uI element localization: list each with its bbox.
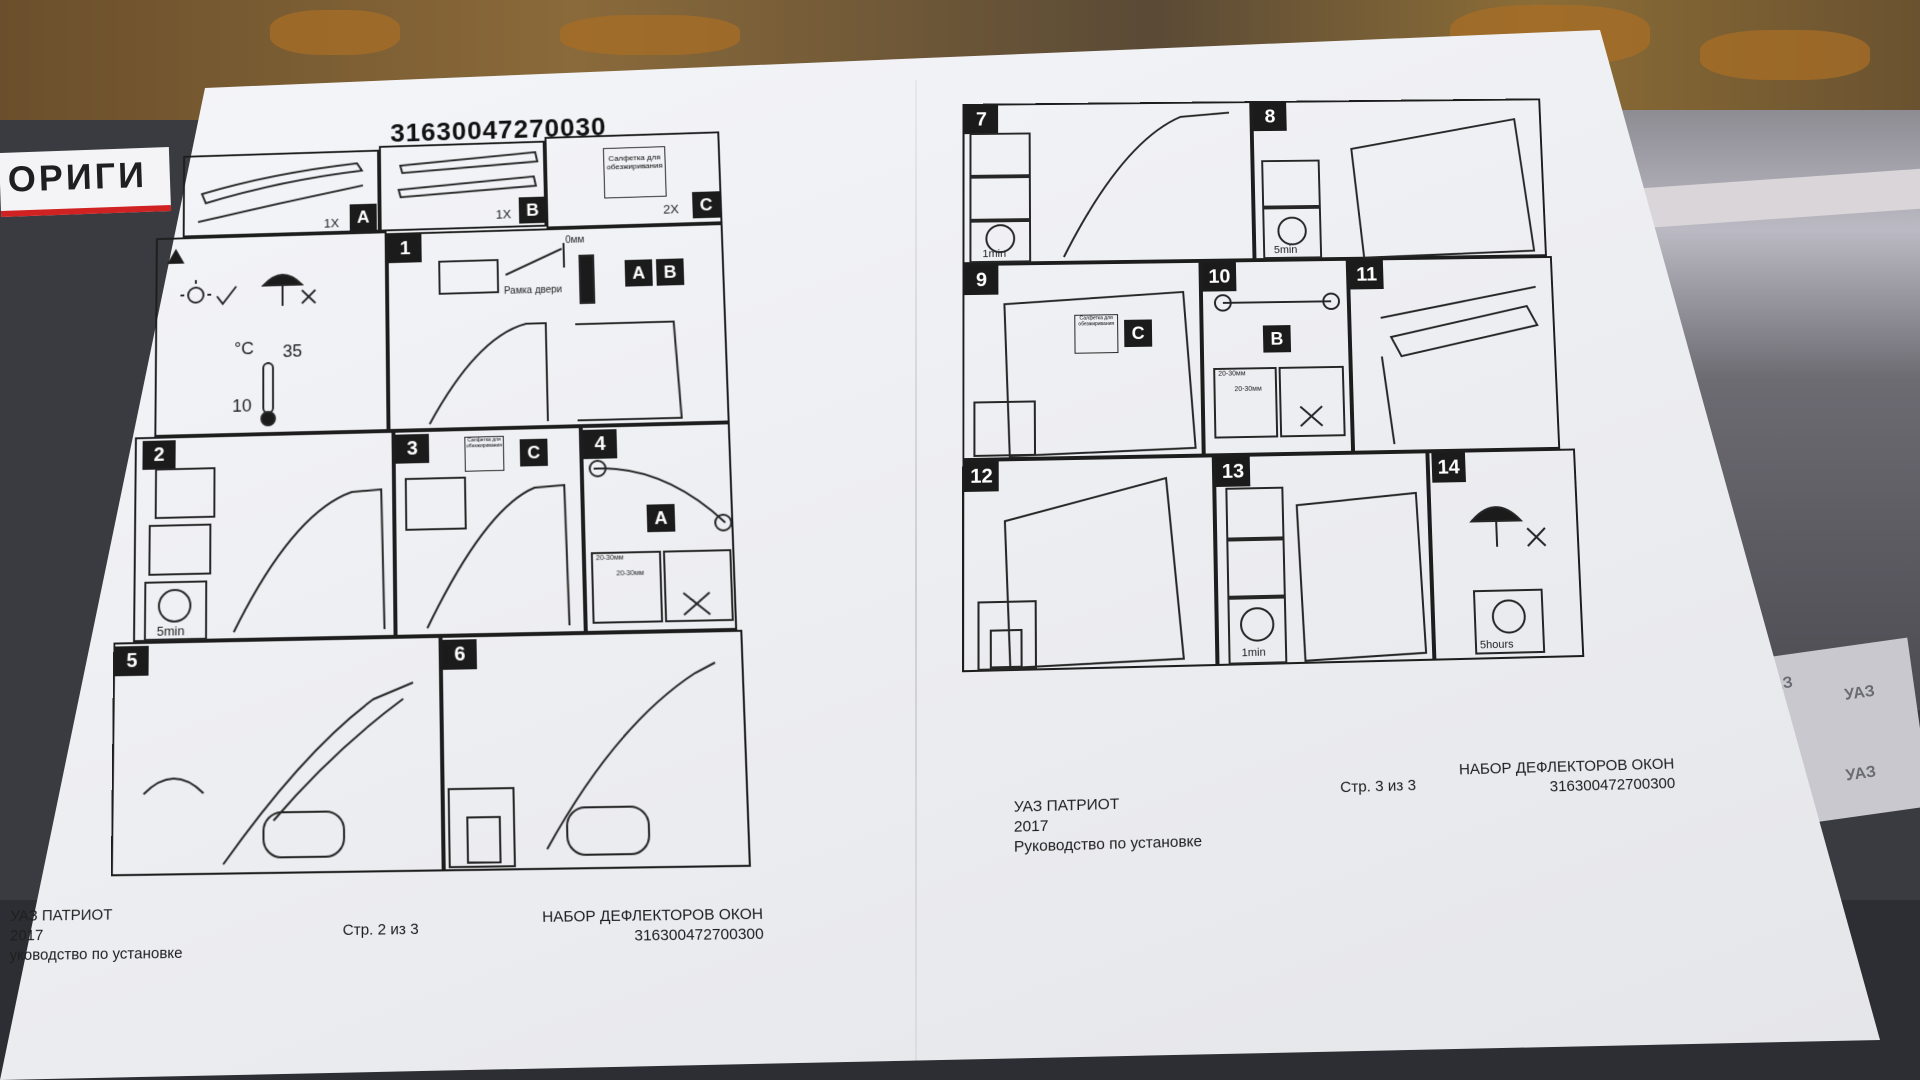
step-12-panel: 12	[962, 455, 1219, 674]
rust-spot	[560, 15, 740, 55]
footer-year: 2017	[9, 926, 44, 945]
temp-max: 35	[282, 341, 303, 361]
step-7-panel: 7 1min	[962, 101, 1256, 266]
step-10-range-1: 20-30мм	[1218, 370, 1246, 378]
step-7-drawing	[964, 103, 1256, 266]
step-9-panel: 9 Салфетка для обезжиривания C	[962, 260, 1205, 462]
step-5-drawing	[113, 638, 446, 878]
step-14-drawing	[1429, 450, 1586, 662]
right-footer-page: Стр. 3 из 3	[1339, 776, 1417, 797]
step-10-tag: B	[1262, 325, 1292, 353]
step-7-time: 1min	[982, 248, 1007, 261]
fold-crease	[915, 80, 917, 1070]
left-footer-kit: НАБОР ДЕФЛЕКТОРОВ ОКОН 316300472700300	[526, 904, 764, 947]
left-page: 31630047270030 1X A 1X B Салфетка для об…	[9, 105, 869, 965]
step-4-drawing	[583, 424, 740, 635]
rust-spot	[1700, 30, 1870, 80]
kit-item-a: 1X A	[182, 149, 380, 238]
kit-item-c: Салфетка для обезжиривания 2X C	[544, 131, 723, 229]
gap-label: 0мм	[565, 234, 585, 246]
step-2-time: 5min	[156, 623, 185, 639]
footer-kit-code: 316300472700300	[634, 925, 765, 945]
step-4-panel: 4 A 20-30мм 20-30мм	[580, 422, 740, 635]
tape-logo-text: УАЗ	[1843, 682, 1876, 704]
step-13-drawing	[1216, 453, 1437, 668]
step-1-tag-a: A	[624, 259, 653, 287]
kit-c-tag: C	[691, 191, 721, 219]
temp-unit: °C	[234, 338, 254, 359]
step-3-panel: 3 Салфетка для обезжиривания C	[393, 426, 587, 639]
footer-doc-title: уководство по установке	[9, 944, 183, 965]
step-13-time: 1min	[1241, 646, 1266, 660]
left-footer-model: УАЗ ПАТРИОТ 2017 уководство по установке	[9, 904, 182, 965]
right-footer-model: УАЗ ПАТРИОТ 2017 Руководство по установк…	[1014, 792, 1202, 857]
step-6-panel: 6	[440, 629, 753, 874]
footer-model: УАЗ ПАТРИОТ	[10, 906, 113, 926]
step-13-panel: 13 1min	[1213, 451, 1437, 668]
step-8-time: 5min	[1273, 244, 1298, 257]
step-10-panel: 10 B 20-30мм 20-30мм	[1200, 258, 1355, 458]
step-1-drawing	[388, 225, 731, 433]
right-footer-kit: НАБОР ДЕФЛЕКТОРОВ ОКОН 316300472700300	[1433, 754, 1676, 800]
kit-b-tag: B	[518, 196, 547, 224]
kit-c-qty: 2X	[662, 201, 679, 217]
step-8-drawing	[1253, 100, 1549, 262]
step-12-drawing	[964, 457, 1219, 674]
step-5-panel: 5	[110, 635, 446, 878]
kit-a-tag: A	[349, 203, 377, 231]
banner-text: ОРИГИ	[7, 153, 148, 200]
step-8-panel: 8 5min	[1251, 98, 1547, 260]
door-frame-label: Рамка двери	[503, 284, 563, 297]
step-11-drawing	[1350, 258, 1563, 455]
step-11-panel: 11	[1347, 256, 1563, 455]
weather-icons	[156, 233, 390, 439]
wipe-packet-label: Салфетка для обезжиривания	[602, 146, 667, 199]
temp-min: 10	[232, 396, 252, 416]
rust-spot	[270, 10, 400, 55]
step-14-time: 5hours	[1479, 638, 1514, 652]
step-10-drawing	[1202, 261, 1355, 458]
step-10-range-2: 20-30мм	[1234, 385, 1262, 394]
step-6-drawing	[442, 632, 753, 874]
step-4-tag: A	[646, 503, 676, 533]
kit-a-qty: 1X	[323, 215, 340, 231]
kit-b-qty: 1X	[495, 206, 512, 222]
left-footer-page: Стр. 2 из 3	[342, 920, 419, 940]
step-4-range-2: 20-30мм	[616, 569, 645, 578]
step-1-panel: 1 0мм Рамка двери A B	[386, 223, 731, 433]
right-page: 7 1min 8 5min 9 Салфетка для обезжириван…	[962, 98, 1676, 856]
conditions-panel: °C 35 10	[154, 231, 390, 439]
step-2-drawing	[135, 433, 398, 644]
step-9-drawing	[964, 263, 1205, 462]
step-3-drawing	[395, 428, 587, 639]
step-2-panel: 2 5min	[133, 430, 398, 644]
step-4-range-1: 20-30мм	[595, 554, 624, 563]
tape-logo-text: УАЗ	[1844, 763, 1878, 785]
step-1-tag-b: B	[655, 258, 685, 286]
kit-item-b: 1X B	[378, 140, 547, 232]
step-14-panel: 14 5hours	[1427, 448, 1586, 662]
